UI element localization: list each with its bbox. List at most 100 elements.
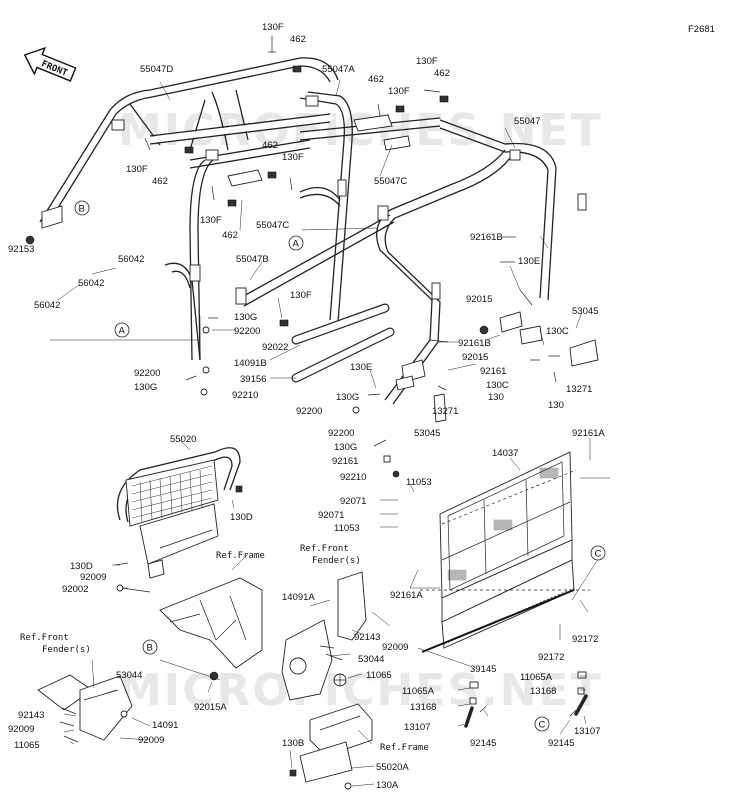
- label-14091: 14091: [152, 720, 178, 731]
- label-92015: 92015: [466, 294, 492, 305]
- label-92002: 92002: [62, 584, 88, 595]
- label-92009: 92009: [138, 735, 164, 746]
- label-92153: 92153: [8, 244, 34, 255]
- label-130: 130: [488, 392, 504, 403]
- label-462: 462: [434, 68, 450, 79]
- label-92161A: 92161A: [572, 428, 605, 439]
- label-130F: 130F: [282, 152, 304, 163]
- label-130F: 130F: [262, 22, 284, 33]
- svg-text:B: B: [147, 643, 153, 654]
- callout-A-lower: A: [114, 322, 130, 338]
- ref-front-fender-left-1: Ref.Front: [20, 633, 69, 643]
- front-arrow-icon: FRONT: [23, 46, 77, 82]
- label-13168: 13168: [410, 702, 436, 713]
- frame-bracket: [159, 577, 263, 681]
- label-92143: 92143: [354, 632, 380, 643]
- label-55047C: 55047C: [374, 176, 407, 187]
- bracket-55047-top: [509, 149, 521, 161]
- label-11065A: 11065A: [402, 686, 435, 697]
- label-92009: 92009: [8, 724, 34, 735]
- label-130D: 130D: [230, 512, 253, 523]
- label-462: 462: [368, 74, 384, 85]
- label-92009: 92009: [80, 572, 106, 583]
- callout-C-lower: C: [534, 716, 550, 732]
- label-92015: 92015: [462, 352, 488, 363]
- label-92145: 92145: [548, 738, 574, 749]
- callout-A-upper: A: [288, 235, 304, 251]
- svg-text:A: A: [119, 326, 126, 337]
- label-14091B: 14091B: [234, 358, 267, 369]
- label-11065: 11065: [366, 670, 392, 681]
- label-11053: 11053: [334, 523, 360, 534]
- label-55047B: 55047B: [236, 254, 269, 265]
- label-130A: 130A: [376, 780, 399, 791]
- label-56042: 56042: [118, 254, 144, 265]
- label-92200: 92200: [296, 406, 322, 417]
- bracket-55047-left: [431, 282, 441, 300]
- label-130C: 130C: [486, 380, 509, 391]
- label-92022: 92022: [262, 342, 288, 353]
- grab-bar-14091B: [291, 303, 390, 345]
- bracket-55020A: [289, 703, 373, 790]
- label-462: 462: [262, 140, 278, 151]
- label-11053: 11053: [406, 477, 432, 488]
- label-11065: 11065: [14, 740, 40, 751]
- roll-cage-assembly: [25, 54, 599, 423]
- label-14091A: 14091A: [282, 592, 315, 603]
- callout-C-right: C: [590, 545, 606, 561]
- label-92161: 92161: [480, 366, 506, 377]
- ref-front-fender-right-1: Ref.Front: [300, 544, 349, 554]
- label-13107: 13107: [404, 722, 430, 733]
- fender-bracket-left: [37, 674, 133, 743]
- label-55047D: 55047D: [140, 64, 173, 75]
- label-56042: 56042: [34, 300, 60, 311]
- bracket-55047A: [337, 179, 347, 197]
- svg-text:C: C: [595, 549, 602, 560]
- ref-frame-upper: Ref.Frame: [216, 551, 265, 561]
- ref-front-fender-left-2: Fender(s): [42, 645, 91, 655]
- label-130F: 130F: [200, 215, 222, 226]
- label-53045: 53045: [572, 306, 598, 317]
- ref-front-fender-right-2: Fender(s): [312, 556, 361, 566]
- label-92210: 92210: [340, 472, 366, 483]
- label-56042: 56042: [78, 278, 104, 289]
- label-55020: 55020: [170, 434, 196, 445]
- bracket-left-upper: [189, 264, 201, 282]
- label-92071: 92071: [318, 510, 344, 521]
- label-13168: 13168: [530, 686, 556, 697]
- part-labels: 130F 462 55047D 55047A 130F 462 462 130F…: [8, 22, 605, 791]
- label-53044: 53044: [358, 654, 384, 665]
- label-130G: 130G: [134, 382, 157, 393]
- label-130F: 130F: [416, 56, 438, 67]
- label-92200: 92200: [328, 428, 354, 439]
- label-55047C: 55047C: [256, 220, 289, 231]
- label-92172: 92172: [572, 634, 598, 645]
- label-92015A: 92015A: [194, 702, 227, 713]
- label-92145: 92145: [470, 738, 496, 749]
- label-130G: 130G: [234, 312, 257, 323]
- label-13107: 13107: [574, 726, 600, 737]
- callout-B-lower: B: [142, 639, 158, 655]
- svg-text:B: B: [79, 204, 85, 215]
- clamp-rear: [111, 119, 125, 131]
- label-130: 130: [548, 400, 564, 411]
- leader-lines: [50, 79, 610, 787]
- label-55047: 55047: [514, 116, 540, 127]
- bracket-55047B-right: [377, 205, 389, 221]
- svg-text:A: A: [293, 239, 300, 250]
- label-130F: 130F: [290, 290, 312, 301]
- label-55047A: 55047A: [322, 64, 355, 75]
- ref-frame-lower: Ref.Frame: [380, 743, 429, 753]
- label-13271: 13271: [432, 406, 458, 417]
- label-92161B: 92161B: [458, 338, 491, 349]
- label-130D: 130D: [70, 561, 93, 572]
- label-130B: 130B: [282, 738, 304, 749]
- label-462: 462: [152, 176, 168, 187]
- front-guard-55020: [114, 444, 244, 593]
- label-92210: 92210: [232, 390, 258, 401]
- label-92200: 92200: [234, 326, 260, 337]
- label-462: 462: [222, 230, 238, 241]
- bracket-55047B: [235, 287, 247, 305]
- bracket-55047-right: [577, 193, 587, 211]
